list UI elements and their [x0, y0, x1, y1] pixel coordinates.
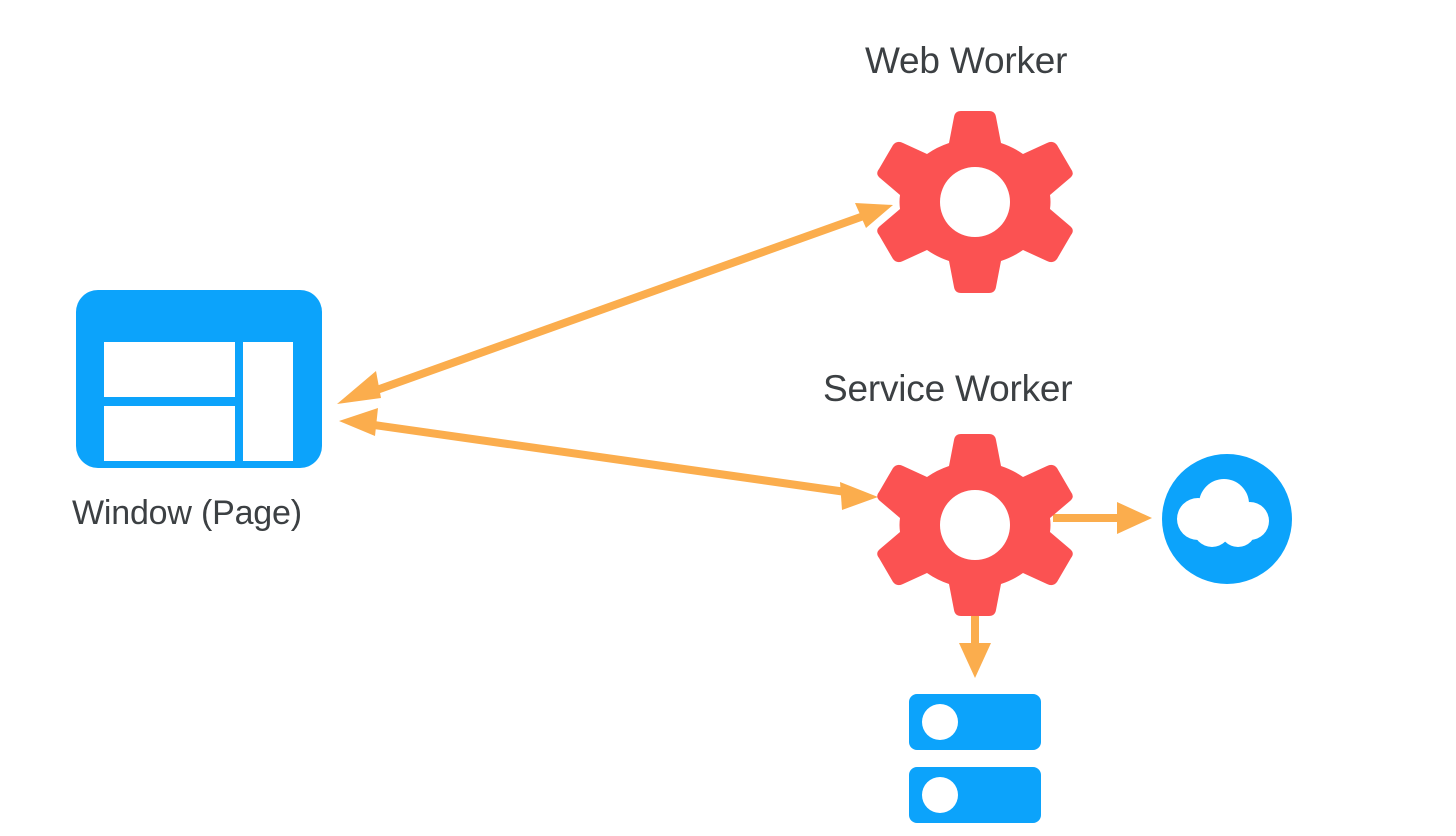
label-window-page: Window (Page)	[72, 494, 302, 532]
cloud-icon[interactable]	[1162, 454, 1292, 584]
edge-window-web-worker	[337, 203, 893, 404]
gear-icon-service-worker[interactable]	[877, 434, 1073, 616]
edge-service-worker-network	[1053, 502, 1152, 534]
database-icon[interactable]	[909, 694, 1041, 823]
label-web-worker: Web Worker	[865, 40, 1068, 81]
gear-icon-web-worker[interactable]	[877, 111, 1073, 293]
edge-window-service-worker	[339, 408, 878, 510]
browser-window-icon[interactable]	[76, 290, 322, 468]
label-service-worker: Service Worker	[823, 368, 1073, 409]
